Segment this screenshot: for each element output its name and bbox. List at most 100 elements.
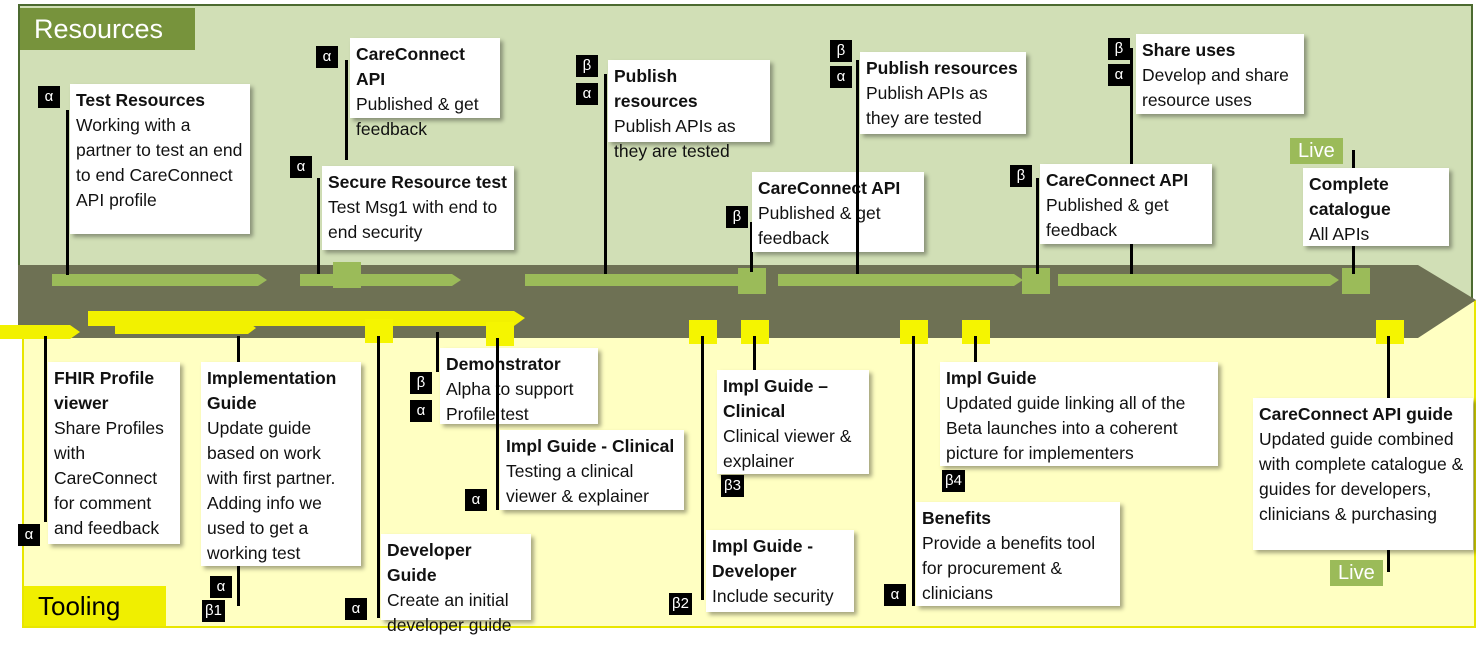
- beta3-tag: β3: [721, 475, 744, 497]
- live-tag: Live: [1330, 560, 1383, 586]
- connector-line: [912, 336, 915, 606]
- card-body: Alpha to support Profile test: [446, 379, 574, 424]
- beta1-tag: β1: [202, 600, 225, 622]
- connector-line: [753, 336, 756, 376]
- card-title: CareConnect API: [758, 178, 901, 198]
- beta-tag: β: [1108, 38, 1130, 60]
- tooling-bar-1: [0, 325, 80, 339]
- card-title: Implementation Guide: [207, 368, 337, 413]
- beta-tag: β: [1010, 165, 1032, 187]
- card-impl-guide-clinical-alpha: Impl Guide - Clinical Testing a clinical…: [500, 430, 684, 510]
- card-title: Demonstrator: [446, 354, 561, 374]
- card-body: Clinical viewer & explainer: [723, 426, 852, 471]
- card-impl-guide-beta4: Impl Guide Updated guide linking all of …: [940, 362, 1218, 466]
- card-developer-guide: Developer Guide Create an initial develo…: [381, 534, 531, 635]
- connector-line: [750, 222, 753, 272]
- card-body: Working with a partner to test an end to…: [76, 115, 243, 210]
- card-title: Publish resources: [866, 58, 1018, 78]
- alpha-tag: α: [345, 598, 367, 620]
- card-careconnect-api-beta-1: CareConnect API Published & get feedback: [752, 172, 924, 252]
- card-body: Test Msg1 with end to end security: [328, 197, 498, 242]
- tooling-bar-3: [115, 322, 256, 334]
- alpha-tag: α: [465, 489, 487, 511]
- connector-line: [856, 60, 859, 274]
- card-implementation-guide: Implementation Guide Update guide based …: [201, 362, 361, 566]
- alpha-tag: α: [210, 576, 232, 598]
- card-careconnect-api-guide: CareConnect API guide Updated guide comb…: [1253, 398, 1473, 550]
- card-body: All APIs: [1309, 224, 1370, 244]
- card-share-uses: Share uses Develop and share resource us…: [1136, 34, 1304, 114]
- card-body: Published & get feedback: [356, 94, 479, 139]
- card-careconnect-api-alpha: CareConnect API Published & get feedback: [350, 38, 500, 139]
- card-body: Update guide based on work with first pa…: [207, 418, 336, 563]
- alpha-tag: α: [830, 66, 852, 88]
- alpha-tag: α: [18, 524, 40, 546]
- resource-bar-5: [1058, 274, 1339, 286]
- card-test-resources: Test Resources Working with a partner to…: [70, 84, 250, 234]
- tooling-lane-label: Tooling: [24, 586, 166, 626]
- card-title: CareConnect API guide: [1259, 404, 1453, 424]
- card-body: Testing a clinical viewer & explainer: [506, 461, 649, 506]
- card-body: Updated guide linking all of the Beta la…: [946, 393, 1186, 463]
- resource-milestone: [333, 262, 361, 288]
- live-tag: Live: [1290, 138, 1343, 164]
- card-title: Benefits: [922, 508, 992, 528]
- card-body: Create an initial developer guide: [387, 590, 512, 635]
- beta-tag: β: [830, 40, 852, 62]
- connector-line: [496, 338, 499, 510]
- card-publish-resources-1: Publish resources Publish APIs as they a…: [608, 60, 770, 161]
- card-title: Impl Guide – Clinical: [723, 376, 829, 421]
- beta4-tag: β4: [942, 470, 965, 492]
- card-title: Impl Guide: [946, 368, 1037, 388]
- alpha-tag: α: [290, 156, 312, 178]
- card-title: FHIR Profile viewer: [54, 368, 155, 413]
- alpha-tag: α: [38, 86, 60, 108]
- card-body: Published & get feedback: [1046, 195, 1169, 240]
- connector-line: [701, 336, 704, 600]
- card-careconnect-api-beta-2: CareConnect API Published & get feedback: [1040, 164, 1212, 244]
- resource-bar-4: [778, 274, 1023, 286]
- beta-tag: β: [410, 372, 432, 394]
- card-body: Publish APIs as they are tested: [866, 83, 988, 128]
- card-title: Share uses: [1142, 40, 1236, 60]
- card-body: Develop and share resource uses: [1142, 65, 1289, 110]
- resource-milestone: [1342, 268, 1370, 294]
- card-body: Published & get feedback: [758, 203, 881, 248]
- card-body: Share Profiles with CareConnect for comm…: [54, 418, 164, 538]
- card-title: Publish resources: [614, 66, 698, 111]
- alpha-tag: α: [884, 584, 906, 606]
- resource-bar-2: [300, 274, 461, 286]
- alpha-tag: α: [316, 46, 338, 68]
- card-body: Provide a benefits tool for procurement …: [922, 533, 1096, 603]
- card-title: Impl Guide - Clinical: [506, 436, 675, 456]
- card-body: Include security: [712, 586, 834, 606]
- alpha-tag: α: [576, 83, 598, 105]
- card-title: Developer Guide: [387, 540, 472, 585]
- connector-line: [66, 110, 69, 275]
- connector-line: [317, 178, 320, 274]
- resource-bar-3: [525, 274, 751, 286]
- connector-line: [377, 336, 380, 618]
- connector-line: [44, 336, 47, 522]
- tooling-milestone: [1376, 320, 1404, 344]
- connector-line: [604, 74, 607, 274]
- alpha-tag: α: [1108, 64, 1130, 86]
- card-impl-guide-clinical-beta: Impl Guide – Clinical Clinical viewer & …: [717, 370, 869, 474]
- tooling-milestone: [486, 322, 514, 346]
- connector-line: [345, 60, 348, 160]
- card-title: CareConnect API: [1046, 170, 1189, 190]
- card-title: Secure Resource test: [328, 172, 507, 192]
- card-publish-resources-2: Publish resources Publish APIs as they a…: [860, 52, 1026, 134]
- resources-lane-label: Resources: [20, 8, 195, 50]
- card-body: Updated guide combined with complete cat…: [1259, 429, 1464, 524]
- card-title: CareConnect API: [356, 44, 465, 89]
- beta-tag: β: [726, 206, 748, 228]
- card-fhir-profile-viewer: FHIR Profile viewer Share Profiles with …: [48, 362, 180, 544]
- card-body: Publish APIs as they are tested: [614, 116, 736, 161]
- alpha-tag: α: [410, 400, 432, 422]
- beta2-tag: β2: [669, 593, 692, 615]
- card-title: Complete catalogue: [1309, 174, 1391, 219]
- connector-line: [1130, 48, 1133, 274]
- card-benefits: Benefits Provide a benefits tool for pro…: [916, 502, 1120, 606]
- connector-line: [436, 332, 439, 372]
